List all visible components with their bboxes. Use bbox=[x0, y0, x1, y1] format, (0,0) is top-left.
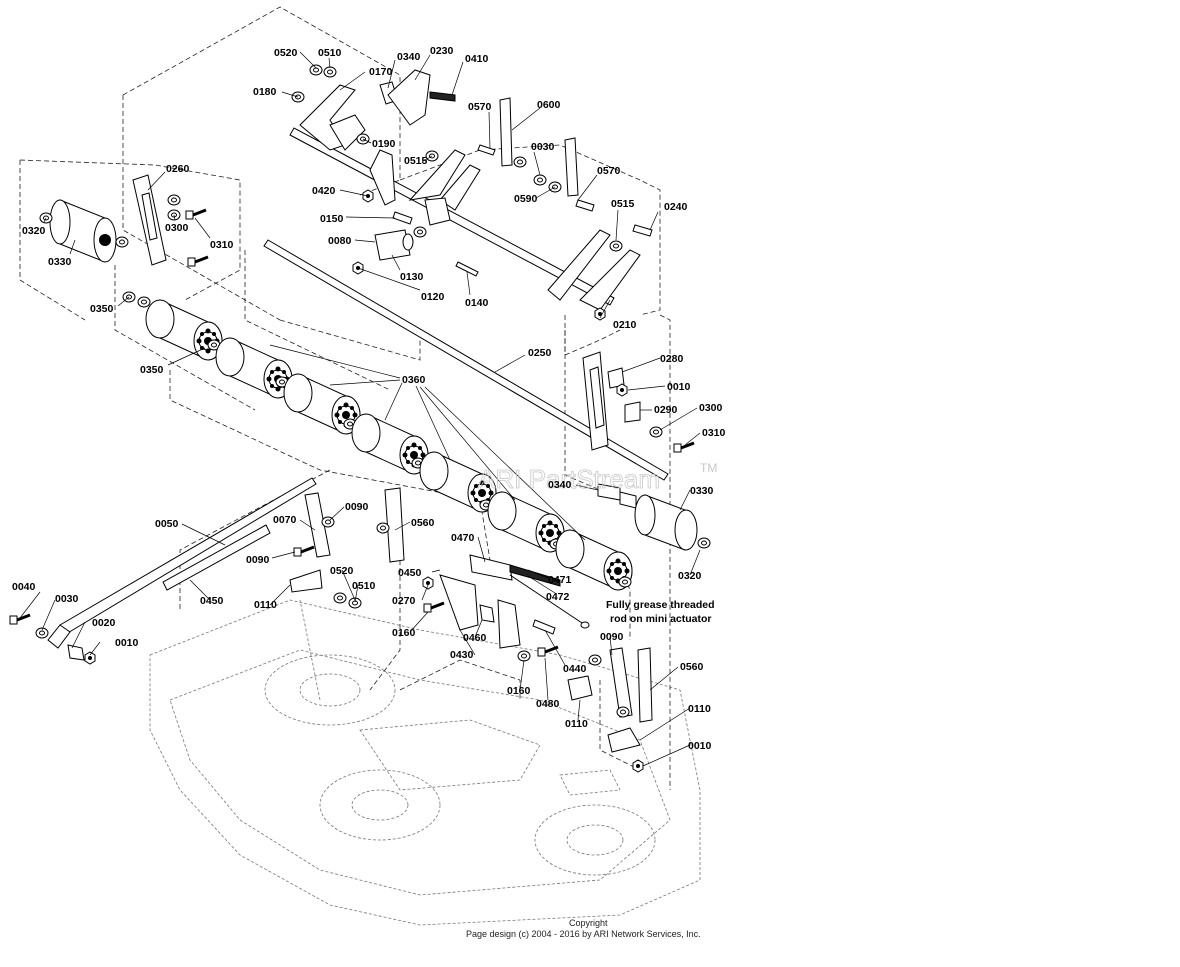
part-label: 0290 bbox=[654, 404, 678, 416]
part-label: 0360 bbox=[402, 374, 426, 386]
part-label: 0010 bbox=[115, 637, 139, 649]
part-label: 0130 bbox=[400, 271, 424, 283]
part-label: 0070 bbox=[273, 514, 297, 526]
left-bracket-assembly bbox=[39, 174, 210, 308]
long-rod bbox=[263, 239, 669, 481]
part-label: 0560 bbox=[411, 517, 435, 529]
part-label: 0020 bbox=[92, 617, 116, 629]
part-label: 0280 bbox=[660, 353, 684, 365]
part-label: 0320 bbox=[678, 570, 702, 582]
part-label: 0320 bbox=[22, 225, 46, 237]
part-label: 0515 bbox=[404, 155, 428, 167]
part-label: 0560 bbox=[680, 661, 704, 673]
part-label: 0180 bbox=[253, 86, 277, 98]
part-label: 0150 bbox=[320, 213, 344, 225]
part-labels: 0520 0510 0170 0340 0230 0410 0180 0570 … bbox=[12, 45, 726, 752]
grease-note: Fully grease threaded rod on mini actuat… bbox=[606, 599, 715, 625]
part-label: 0510 bbox=[318, 47, 342, 59]
part-label: 0050 bbox=[155, 518, 179, 530]
part-label: 0090 bbox=[600, 631, 624, 643]
part-label: 0520 bbox=[330, 565, 354, 577]
part-label: 0110 bbox=[565, 718, 588, 730]
part-label: 0440 bbox=[563, 663, 587, 675]
part-label: 0110 bbox=[688, 703, 711, 715]
right-bracket-assembly bbox=[582, 351, 711, 551]
part-label: 0010 bbox=[667, 381, 691, 393]
part-label: 0450 bbox=[398, 567, 422, 579]
part-label: 0040 bbox=[12, 581, 36, 593]
watermark: ARI PartStream TM bbox=[478, 461, 718, 494]
part-label: 0520 bbox=[274, 47, 298, 59]
part-label: 0330 bbox=[48, 256, 72, 268]
part-label: 0590 bbox=[514, 193, 538, 205]
part-label: 0080 bbox=[328, 235, 352, 247]
part-label: 0160 bbox=[392, 627, 416, 639]
footer: Copyright Page design (c) 2004 - 2016 by… bbox=[466, 918, 701, 939]
part-label: 0210 bbox=[613, 319, 637, 331]
part-label: 0472 bbox=[546, 591, 570, 603]
part-label: 0170 bbox=[369, 66, 393, 78]
part-label: 0120 bbox=[421, 291, 445, 303]
part-label: 0010 bbox=[688, 740, 712, 752]
part-label: 0510 bbox=[352, 580, 376, 592]
part-label: 0420 bbox=[312, 185, 336, 197]
part-label: 0190 bbox=[372, 138, 396, 150]
copyright-label: Copyright bbox=[569, 918, 608, 928]
part-label: 0260 bbox=[166, 163, 190, 175]
part-label: 0600 bbox=[537, 99, 561, 111]
part-label: 0570 bbox=[468, 101, 492, 113]
part-label: 0340 bbox=[548, 479, 572, 491]
svg-text:rod on mini actuator: rod on mini actuator bbox=[610, 613, 712, 625]
part-label: 0300 bbox=[165, 222, 189, 234]
part-label: 0230 bbox=[430, 45, 454, 57]
lower-linkage bbox=[8, 477, 653, 773]
copyright-line: Page design (c) 2004 - 2016 by ARI Netwo… bbox=[466, 929, 701, 939]
part-label: 0310 bbox=[210, 239, 234, 251]
part-label: 0140 bbox=[465, 297, 489, 309]
part-label: 0030 bbox=[55, 593, 79, 605]
part-label: 0090 bbox=[246, 554, 270, 566]
part-label: 0240 bbox=[664, 201, 688, 213]
lift-shaft-assembly bbox=[289, 64, 653, 321]
part-label: 0350 bbox=[140, 364, 164, 376]
part-label: 0110 bbox=[254, 599, 277, 611]
part-label: 0570 bbox=[597, 165, 621, 177]
part-label: 0515 bbox=[611, 198, 635, 210]
part-label: 0300 bbox=[699, 402, 723, 414]
part-label: 0250 bbox=[528, 347, 552, 359]
part-label: 0310 bbox=[702, 427, 726, 439]
mower-deck bbox=[149, 599, 701, 926]
part-label: 0160 bbox=[507, 685, 531, 697]
part-label: 0270 bbox=[392, 595, 416, 607]
part-label: 0471 bbox=[548, 574, 572, 586]
svg-text:TM: TM bbox=[700, 461, 717, 475]
part-label: 0430 bbox=[450, 649, 474, 661]
leader-lines bbox=[19, 51, 701, 767]
part-label: 0340 bbox=[397, 51, 421, 63]
part-label: 0450 bbox=[200, 595, 224, 607]
part-label: 0460 bbox=[463, 632, 487, 644]
part-label: 0090 bbox=[345, 501, 369, 513]
part-label: 0330 bbox=[690, 485, 714, 497]
svg-text:ARI PartStream: ARI PartStream bbox=[478, 464, 660, 494]
part-label: 0410 bbox=[465, 53, 489, 65]
svg-text:Fully grease threaded: Fully grease threaded bbox=[606, 599, 715, 611]
part-label: 0480 bbox=[536, 698, 560, 710]
part-label: 0350 bbox=[90, 303, 114, 315]
part-label: 0470 bbox=[451, 532, 475, 544]
part-label: 0030 bbox=[531, 141, 555, 153]
